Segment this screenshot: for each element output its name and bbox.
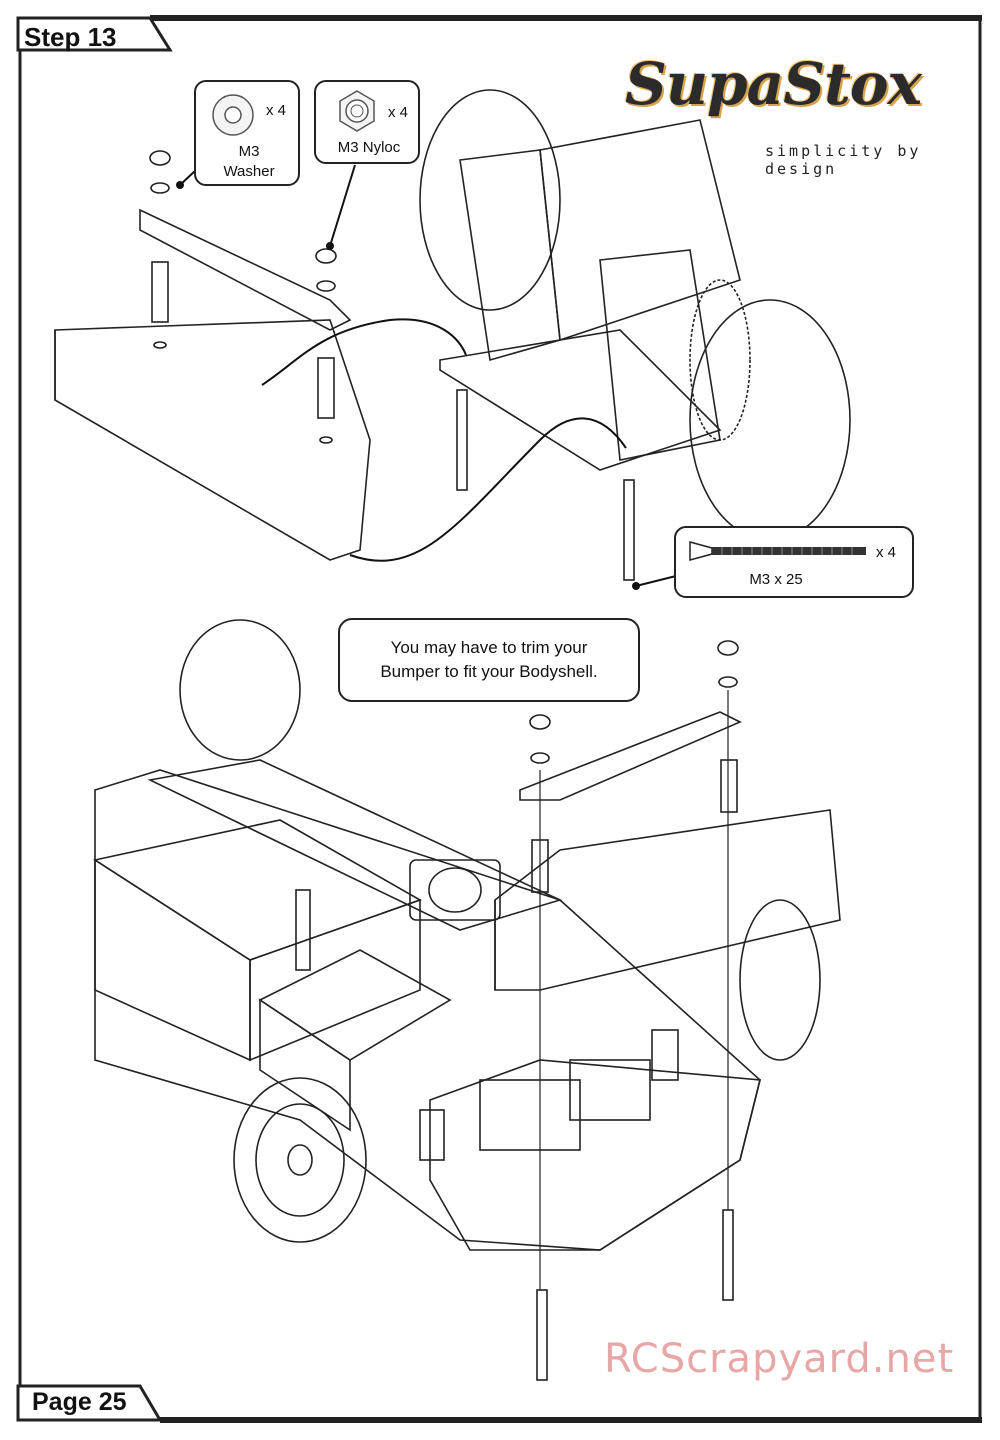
nyloc-nut-icon (339, 90, 375, 132)
logo-tagline: simplicity by design (765, 142, 922, 178)
washer-qty: x 4 (266, 102, 287, 119)
supastox-logo: SupaStox simplicity by design (605, 50, 970, 178)
screw-qty: x 4 (876, 544, 897, 561)
page-number: Page 25 (32, 1388, 127, 1416)
washer-icon (212, 94, 254, 136)
washer-label-line1: M3 (238, 143, 260, 160)
note-line-2: Bumper to fit your Bodyshell. (380, 662, 598, 681)
washer-callout: x 4 M3 Washer (194, 80, 300, 186)
nyloc-qty: x 4 (388, 104, 409, 121)
screw-callout: x 4 M3 x 25 (674, 526, 914, 598)
screw-label: M3 x 25 (749, 571, 803, 588)
upper-assembly-diagram (54, 89, 851, 590)
screw-icon (689, 541, 866, 561)
trim-bumper-note: You may have to trim your Bumper to fit … (338, 618, 640, 702)
step-title: Step 13 (24, 22, 117, 52)
nyloc-label: M3 Nyloc (337, 139, 401, 156)
site-watermark: RCScrapyard.net (604, 1336, 955, 1382)
washer-label-line2: Washer (223, 163, 275, 180)
logo-wordmark: SupaStox (625, 50, 922, 118)
note-line-1: You may have to trim your (390, 638, 588, 657)
nyloc-callout: x 4 M3 Nyloc (314, 80, 420, 164)
